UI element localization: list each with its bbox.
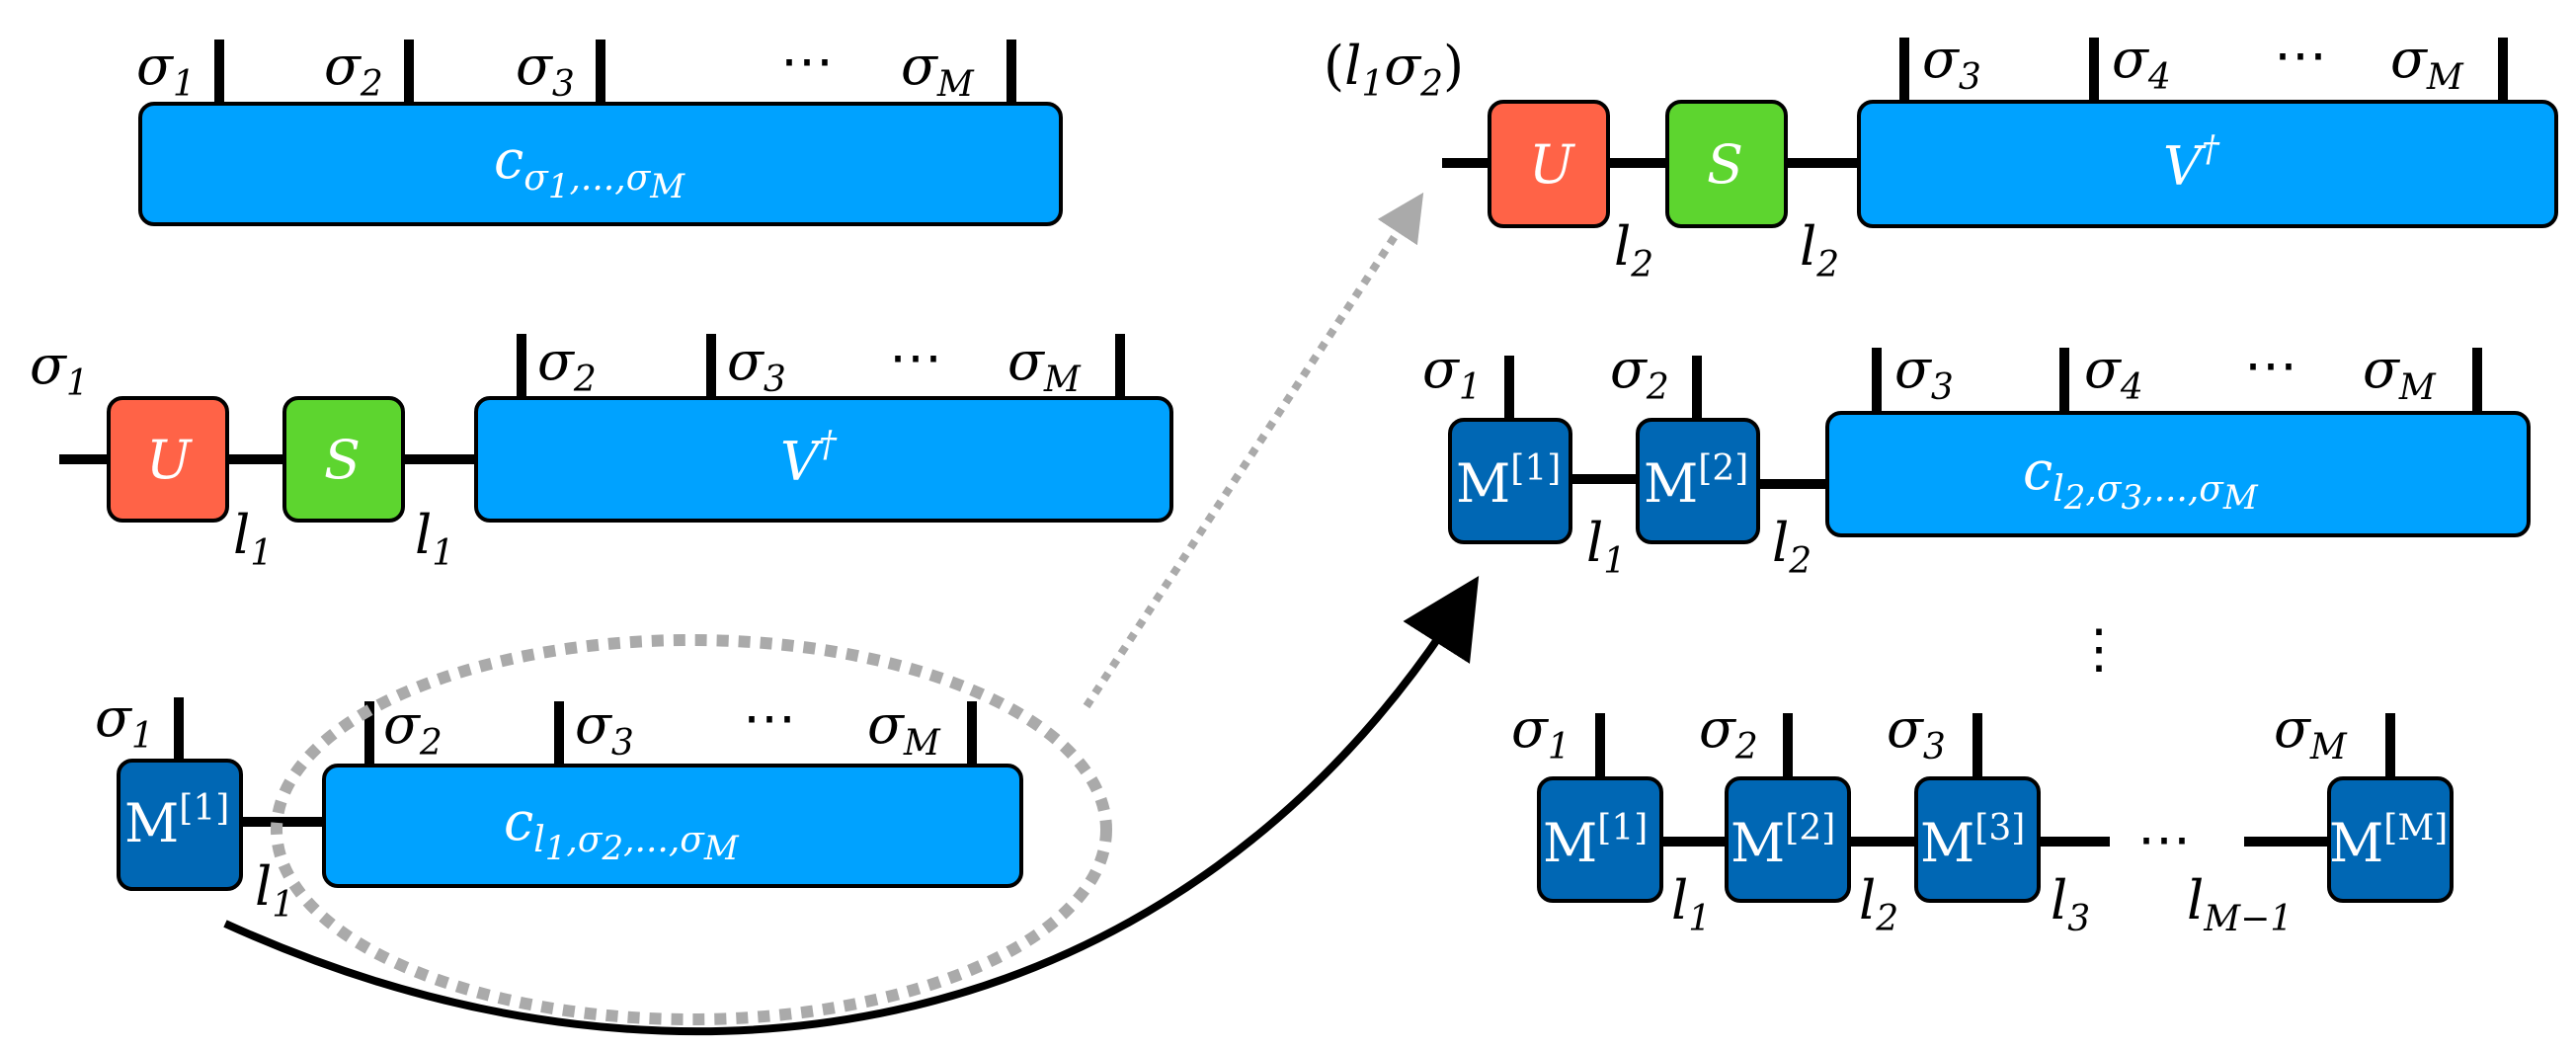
site-tensor-m1 <box>1448 418 1572 544</box>
label-sigma1: σ1 <box>136 35 196 105</box>
bond-label-l1-b: l1 <box>415 504 454 574</box>
remaining-tensor-label: cl2,σ3,...,σM <box>2023 440 2259 518</box>
remaining-tensor-label: cl1,σ2,...,σM <box>504 790 740 868</box>
s-label: S <box>324 429 361 491</box>
bond-label-l1-a: l1 <box>233 504 273 574</box>
vertical-ellipsis: ⋮ <box>2072 617 2132 680</box>
bond-label-l1: l1 <box>1671 869 1711 939</box>
right-bottom-mps: σ1 σ2 σ3 σM M[1] M[2] M[3] M[M] ⋯ l1 l2 … <box>1511 697 2454 939</box>
label-sigma3: σ3 <box>516 35 575 105</box>
tensor-s <box>282 396 405 523</box>
tensor-v-dagger <box>1857 100 2558 228</box>
label-sigma3: σ3 <box>727 330 786 400</box>
v-dagger-label: V† <box>2163 129 2220 198</box>
label-sigmaM: σM <box>1007 330 1082 400</box>
row3: σ1 σ2 σ3 ⋯ σM M[1] l1 cl1,σ2,...,σM <box>95 634 1112 1025</box>
bond-label-l2-a: l2 <box>1614 215 1653 285</box>
label-sigma1: σ1 <box>1422 338 1482 408</box>
ellipsis: ⋯ <box>2137 808 2197 870</box>
label-sigmaM: σM <box>2390 28 2464 98</box>
label-sigma2: σ2 <box>383 693 443 764</box>
curved-arrow-to-next-step <box>223 576 1480 1035</box>
u-label: U <box>146 429 193 491</box>
bond-label-lM-1: lM−1 <box>2187 869 2293 939</box>
label-sigmaM: σM <box>2274 697 2348 767</box>
site-tensor-mM <box>2327 776 2454 903</box>
bond-label-l3: l3 <box>2051 869 2090 939</box>
site-tensor-m1 <box>117 759 243 891</box>
coefficient-tensor-label: cσ1,...,σM <box>494 128 685 206</box>
bond-label-l1: l1 <box>1586 512 1626 582</box>
m2-label: M[2] <box>1731 808 1835 874</box>
label-sigmaM: σM <box>867 693 941 764</box>
remaining-coefficient-tensor <box>1825 411 2531 537</box>
s-label: S <box>1707 133 1743 196</box>
label-sigma4: σ4 <box>2084 338 2143 408</box>
label-sigma1: σ1 <box>30 334 89 404</box>
site-tensor-m3 <box>1914 776 2041 903</box>
bond-label-l1: l1 <box>255 855 294 926</box>
site-tensor-m2 <box>1725 776 1851 903</box>
ellipsis: ⋯ <box>780 30 840 92</box>
label-sigma3: σ3 <box>1887 697 1946 767</box>
right-top-svd: (l1σ2) U S V† l2 l2 σ3 σ4 ⋯ σM <box>1324 24 2558 285</box>
coefficient-tensor <box>138 102 1063 226</box>
grouped-indices-ellipse <box>271 634 1112 1025</box>
m1-label: M[1] <box>1543 808 1648 874</box>
label-sigma1: σ1 <box>1511 697 1570 767</box>
u-label: U <box>1529 133 1575 196</box>
dotted-arrow-to-regroup <box>1083 192 1424 709</box>
row2: σ1 U S V† l1 l1 σ2 σ3 ⋯ σM <box>30 326 1173 574</box>
tensor-u <box>1488 100 1610 228</box>
grouped-index-label: (l1σ2) <box>1324 35 1464 105</box>
label-sigma2: σ2 <box>1610 338 1669 408</box>
row1: σ1 σ2 σ3 ⋯ σM cσ1,...,σM <box>136 30 1063 226</box>
bond-label-l2-b: l2 <box>1800 215 1839 285</box>
site-tensor-m1 <box>1537 776 1663 903</box>
label-sigma3: σ3 <box>1894 338 1954 408</box>
tensor-s <box>1665 100 1788 228</box>
tensor-v-dagger <box>474 396 1173 523</box>
m3-label: M[3] <box>1920 808 2025 874</box>
label-sigma2: σ2 <box>324 35 383 105</box>
ellipsis: ⋯ <box>2274 24 2333 86</box>
label-sigma1: σ1 <box>95 687 154 757</box>
label-sigmaM: σM <box>2363 338 2437 408</box>
ellipsis: ⋯ <box>889 326 948 388</box>
m2-label: M[2] <box>1644 448 1748 515</box>
label-sigma3: σ3 <box>1922 28 1981 98</box>
ellipsis: ⋯ <box>743 687 802 749</box>
bond-label-l2: l2 <box>1859 869 1898 939</box>
label-sigmaM: σM <box>901 35 975 105</box>
label-sigma3: σ3 <box>575 693 634 764</box>
right-mid-step: σ1 σ2 σ3 σ4 ⋯ σM M[1] M[2] l1 l2 cl2,σ3,… <box>1422 334 2531 582</box>
m1-label: M[1] <box>124 788 229 854</box>
ellipsis: ⋯ <box>2244 334 2303 396</box>
bond-label-l2: l2 <box>1772 512 1811 582</box>
site-tensor-m2 <box>1636 418 1760 544</box>
remaining-coefficient-tensor <box>322 764 1023 888</box>
label-sigma2: σ2 <box>1699 697 1758 767</box>
label-sigma2: σ2 <box>537 330 597 400</box>
v-dagger-label: V† <box>780 425 838 493</box>
tensor-u <box>107 396 229 523</box>
mM-label: M[M] <box>2329 808 2448 874</box>
label-sigma4: σ4 <box>2112 28 2171 98</box>
m1-label: M[1] <box>1456 448 1561 515</box>
